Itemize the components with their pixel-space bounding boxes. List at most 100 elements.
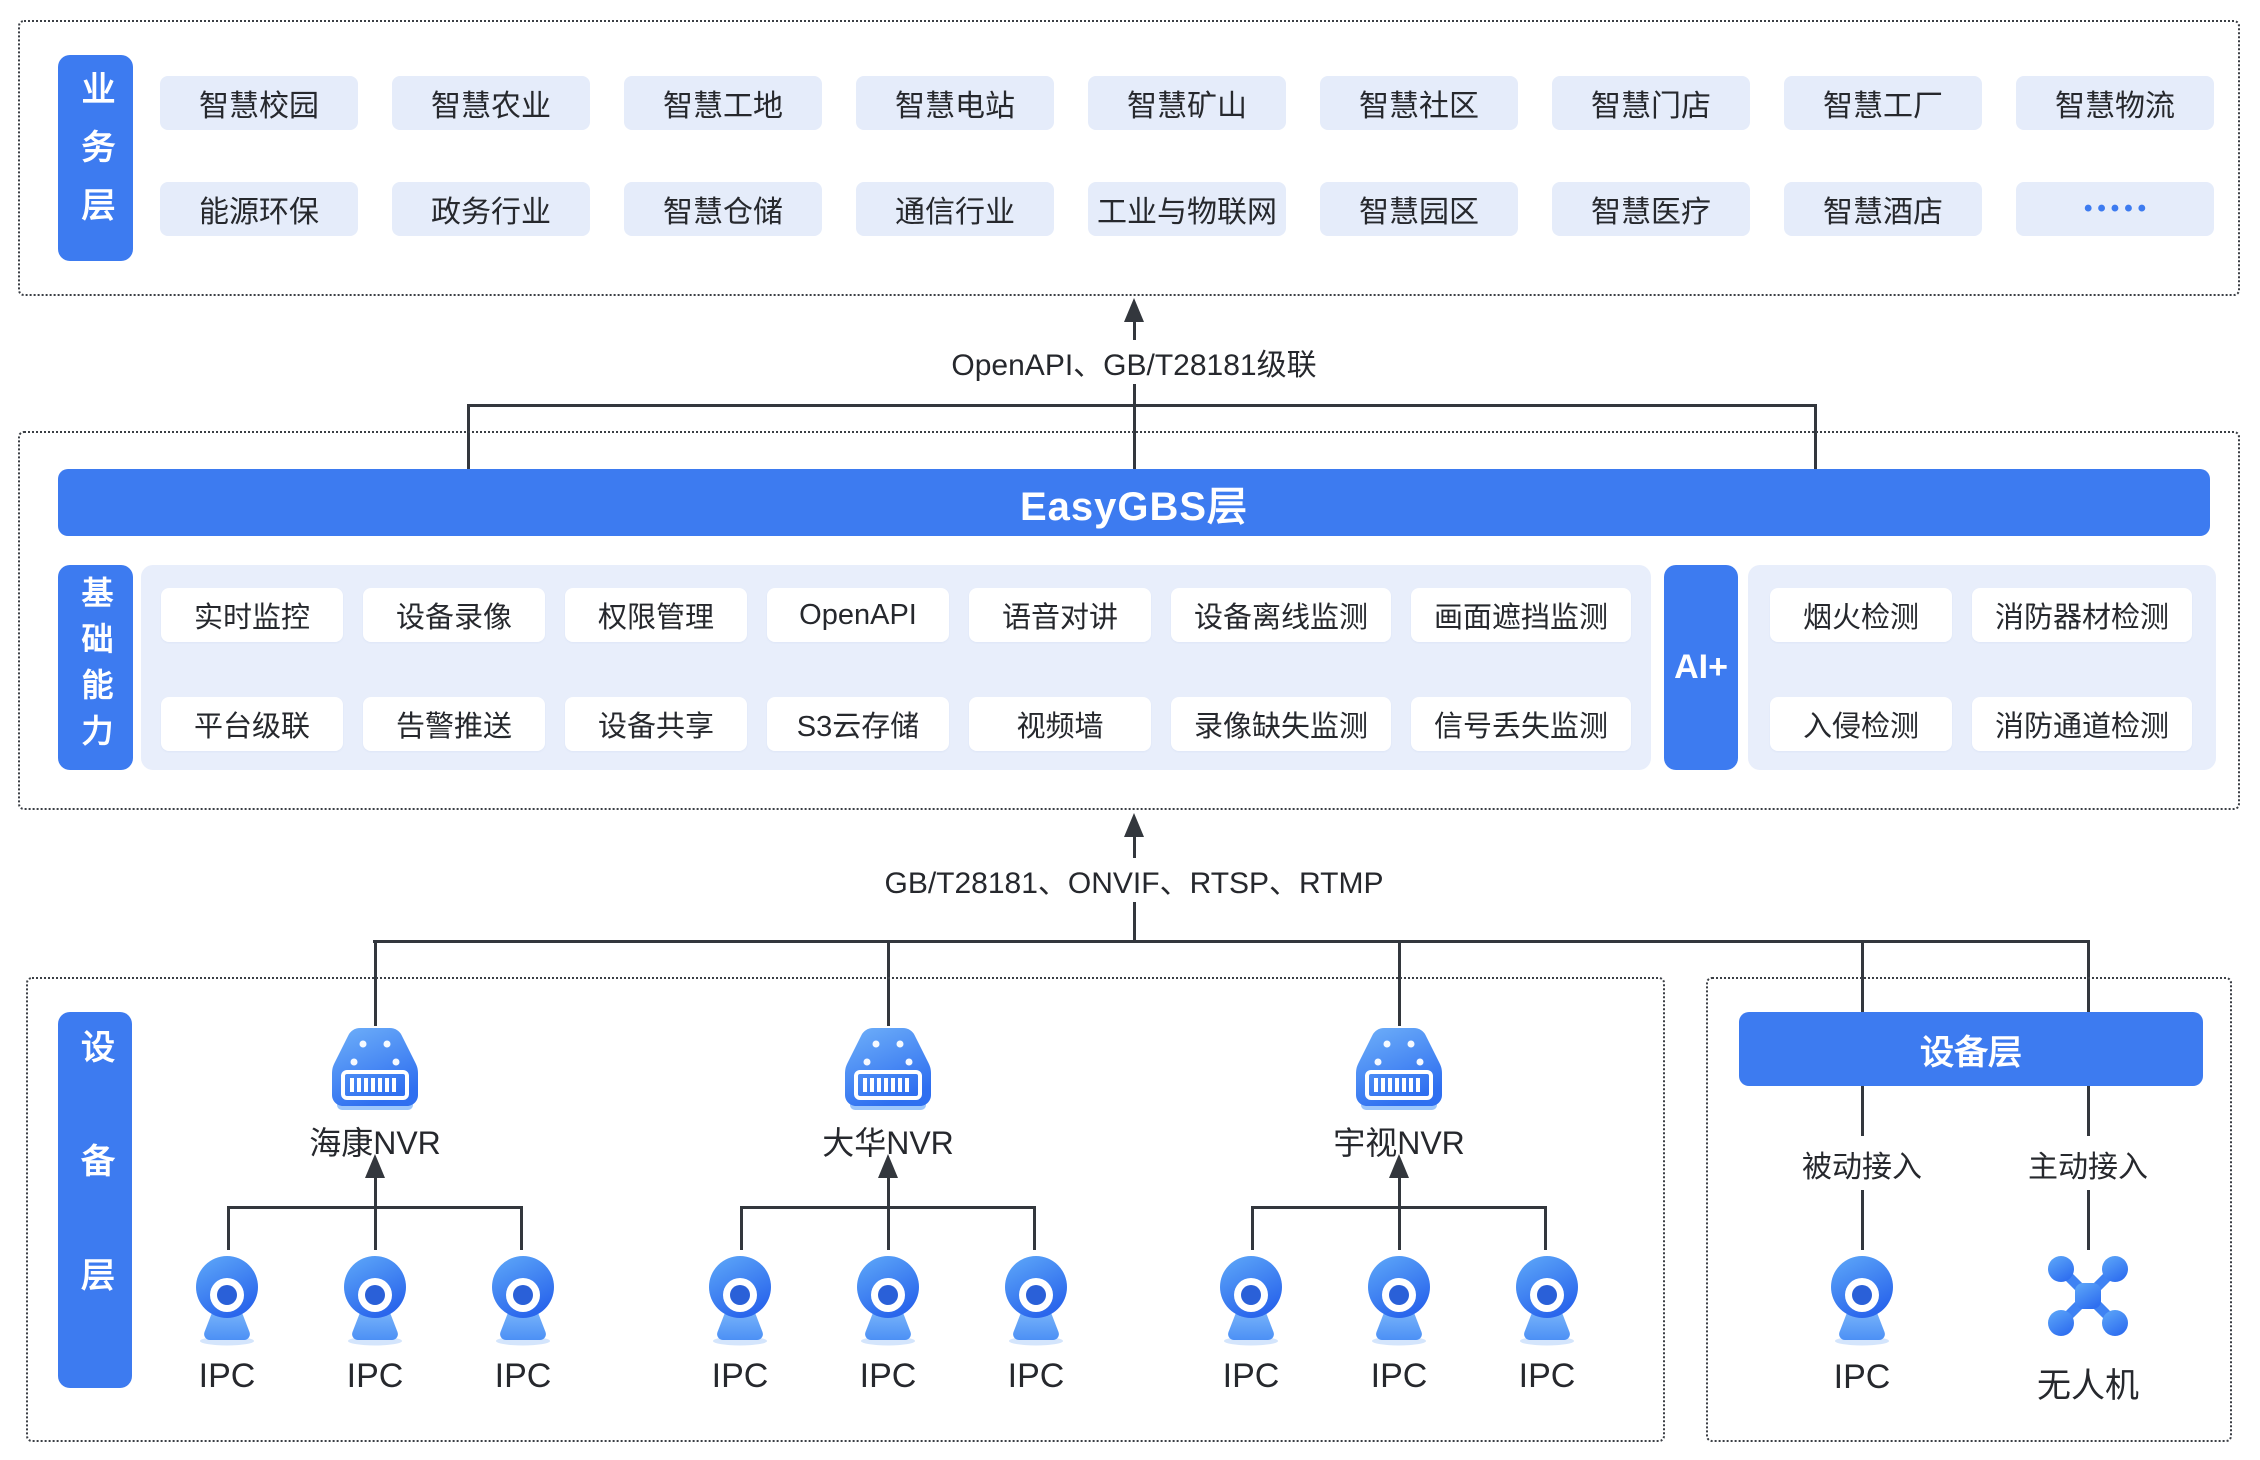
- ipc-stub-line: [886, 1206, 890, 1250]
- arrow-up-to-nvr: [878, 1154, 898, 1178]
- drop-line-nvr1: [373, 940, 377, 1026]
- connector-line: [1132, 320, 1136, 469]
- ipc-icon: [857, 1256, 919, 1346]
- bracket-drop-right: [1814, 404, 1817, 469]
- nvr-icon: [845, 1028, 931, 1110]
- capability-pill: 设备共享: [565, 697, 747, 751]
- arrow-up-to-easygbs: [1124, 813, 1144, 837]
- ipc-stub-line: [227, 1206, 230, 1250]
- bottom-connector-label: GB/T28181、ONVIF、RTSP、RTMP: [868, 858, 1400, 902]
- business-pill: 能源环保: [160, 182, 358, 236]
- device-layer-header: 设备层: [1739, 1012, 2203, 1086]
- nvr-icon: [1356, 1028, 1442, 1110]
- ipc-device: IPC: [1487, 1254, 1607, 1396]
- ipc-device: IPC: [315, 1254, 435, 1396]
- drop-line-nvr2: [886, 940, 890, 1026]
- ipc-icon: [1220, 1256, 1282, 1346]
- access-mode-label: 主动接入: [2028, 1151, 2148, 1184]
- ipc-icon: [1005, 1256, 1067, 1346]
- nvr-icon-wrap: [327, 1026, 423, 1114]
- capability-pill: 信号丢失监测: [1411, 697, 1631, 751]
- capability-row: 烟火检测消防器材检测: [1770, 588, 2192, 642]
- ipc-icon: [1516, 1256, 1578, 1346]
- ipc-icon: [492, 1256, 554, 1346]
- easygbs-layer-box: [18, 431, 2240, 810]
- device-label: IPC: [1833, 1358, 1891, 1396]
- capability-pill: 语音对讲: [969, 588, 1151, 642]
- drone-icon-wrap: [1958, 1254, 2218, 1338]
- capability-pill: OpenAPI: [767, 588, 949, 642]
- device-label: 无人机: [2037, 1367, 2139, 1405]
- capability-pill: 消防通道检测: [1972, 697, 2192, 751]
- device-layer-box: [26, 977, 1665, 1442]
- business-pill: 工业与物联网: [1088, 182, 1286, 236]
- ipc-stub-line: [1251, 1206, 1254, 1250]
- business-pill: 智慧电站: [856, 76, 1054, 130]
- ai-capability-panel: 烟火检测消防器材检测 入侵检测消防通道检测: [1748, 565, 2216, 770]
- capability-pill: 实时监控: [161, 588, 343, 642]
- ipc-icon: [1368, 1256, 1430, 1346]
- business-pill-more: •••••: [2016, 182, 2214, 236]
- business-pill: 智慧矿山: [1088, 76, 1286, 130]
- business-pill: 智慧农业: [392, 76, 590, 130]
- ipc-label: IPC: [494, 1357, 552, 1395]
- ipc-label: IPC: [1518, 1357, 1576, 1395]
- ipc-device: IPC: [1191, 1254, 1311, 1396]
- top-connector-label: OpenAPI、GB/T28181级联: [935, 340, 1333, 384]
- business-grid: 智慧校园智慧农业智慧工地智慧电站智慧矿山智慧社区智慧门店智慧工厂智慧物流能源环保…: [160, 76, 2214, 236]
- capability-row: 入侵检测消防通道检测: [1770, 697, 2192, 751]
- connector-line: [886, 1176, 890, 1208]
- ipc-label: IPC: [198, 1357, 256, 1395]
- connector-line: [373, 1176, 377, 1208]
- connector-line: [2086, 1086, 2090, 1136]
- ipc-label: IPC: [346, 1357, 404, 1395]
- capability-pill: 入侵检测: [1770, 697, 1952, 751]
- drop-line-nvr3: [1397, 940, 1401, 1026]
- business-pill: 通信行业: [856, 182, 1054, 236]
- access-column: 被动接入 IPC: [1732, 1086, 1992, 1446]
- connector-line: [2086, 1190, 2090, 1250]
- ipc-label: IPC: [1222, 1357, 1280, 1395]
- ipc-device: IPC: [167, 1254, 287, 1396]
- connector-line: [1860, 1086, 1864, 1136]
- ipc-device: IPC: [976, 1254, 1096, 1396]
- business-pill: 智慧酒店: [1784, 182, 1982, 236]
- business-pill: 智慧园区: [1320, 182, 1518, 236]
- ipc-stub-line: [1397, 1206, 1401, 1250]
- business-pill: 智慧校园: [160, 76, 358, 130]
- capability-pill: 设备录像: [363, 588, 545, 642]
- ipc-stub-line: [1033, 1206, 1036, 1250]
- capability-pill: 录像缺失监测: [1171, 697, 1391, 751]
- ai-plus-label: AI+: [1664, 565, 1738, 770]
- access-mode-label: 被动接入: [1802, 1151, 1922, 1184]
- ipc-icon: [196, 1256, 258, 1346]
- business-pill: 智慧门店: [1552, 76, 1750, 130]
- ipc-stub-line: [520, 1206, 523, 1250]
- capability-pill: 权限管理: [565, 588, 747, 642]
- ipc-device: IPC: [1339, 1254, 1459, 1396]
- business-layer-box: [18, 20, 2240, 296]
- arrow-up-to-business: [1124, 298, 1144, 322]
- ipc-device: IPC: [680, 1254, 800, 1396]
- access-column: 主动接入 无人机: [1958, 1086, 2218, 1446]
- connector-line: [1397, 1176, 1401, 1208]
- business-pill: 智慧仓储: [624, 182, 822, 236]
- ipc-icon: [344, 1256, 406, 1346]
- ipc-stub-line: [373, 1206, 377, 1250]
- ipc-label: IPC: [859, 1357, 917, 1395]
- ipc-label: IPC: [1007, 1357, 1065, 1395]
- nvr-group: 海康NVR IPC IPC: [175, 1026, 575, 1416]
- ipc-stub-line: [740, 1206, 743, 1250]
- capability-pill: 告警推送: [363, 697, 545, 751]
- easygbs-bar: EasyGBS层: [58, 469, 2210, 536]
- business-pill: 政务行业: [392, 182, 590, 236]
- device-layer-right-box: [1706, 977, 2232, 1442]
- arrow-up-to-nvr: [1389, 1154, 1409, 1178]
- business-pill: 智慧工地: [624, 76, 822, 130]
- bracket-line: [467, 404, 1817, 407]
- capability-pill: 设备离线监测: [1171, 588, 1391, 642]
- distribution-line: [373, 940, 2090, 943]
